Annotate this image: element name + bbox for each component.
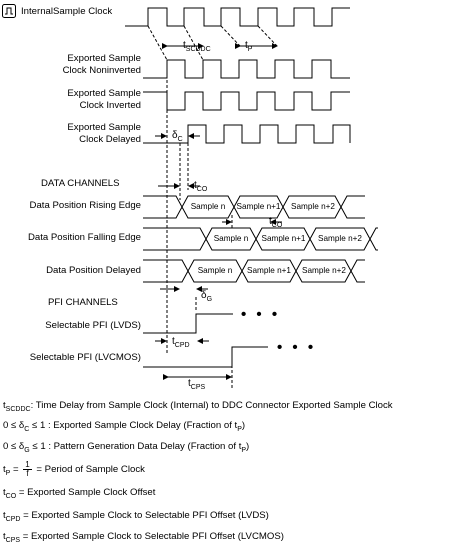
pfi-lvds-ellipsis: • • • [241, 306, 281, 323]
pfi-lvcmos-label: Selectable PFI (LVCMOS) [29, 352, 141, 363]
data-delayed-label: Data Position Delayed [46, 265, 141, 276]
internal-clock-label: InternalSample Clock [21, 6, 113, 17]
noninverted-waveform [143, 59, 350, 79]
delta-c-label: δC [172, 130, 183, 143]
delayed-label-line1: Exported Sample [67, 122, 141, 133]
pfi-lvds-label: Selectable PFI (LVDS) [45, 320, 141, 331]
falling-edge-label: Data Position Falling Edge [27, 232, 141, 243]
inverted-label-line2: Clock Inverted [79, 100, 141, 111]
t-cps-label: tCPS [188, 378, 206, 391]
legend-cpd: tCPD = Exported Sample Clock to Selectab… [3, 510, 269, 523]
cell-falling-n2: Sample n+2 [318, 234, 362, 243]
bus-delayed [143, 259, 365, 283]
t-p-label: tP [245, 40, 253, 53]
t-co-label: tCO [194, 180, 208, 193]
data-channels-title: DATA CHANNELS [41, 178, 120, 189]
cell-rising-n1: Sample n+1 [236, 202, 281, 211]
pfi-channels-title: PFI CHANNELS [48, 297, 118, 308]
cell-falling-n: Sample n [213, 234, 249, 243]
cell-rising-n: Sample n [190, 202, 226, 211]
pfi-lvcmos-waveform [143, 346, 268, 368]
cell-delayed-n2: Sample n+2 [302, 266, 346, 275]
delayed-label-line2: Clock Delayed [79, 134, 141, 145]
bus-falling [143, 227, 378, 251]
legend-co: tCO = Exported Sample Clock Offset [3, 487, 156, 500]
inverted-label-line1: Exported Sample [67, 88, 141, 99]
pfi-lvcmos-ellipsis: • • • [277, 339, 317, 356]
cell-delayed-n: Sample n [197, 266, 233, 275]
delayed-clock-waveform [143, 124, 351, 144]
legend-delta-g: 0 ≤ δG ≤ 1 : Pattern Generation Data Del… [3, 441, 250, 454]
cell-rising-n2: Sample n+2 [291, 202, 335, 211]
timing-arrows [155, 43, 282, 380]
legend-scddc: tSCDDC: Time Delay from Sample Clock (In… [3, 400, 393, 413]
inverted-waveform [143, 91, 350, 111]
cell-falling-n1: Sample n+1 [261, 234, 306, 243]
cell-delayed-n1: Sample n+1 [247, 266, 291, 275]
t-co-label-falling: tCO [269, 216, 283, 229]
legend-cps: tCPS = Exported Sample Clock to Selectab… [3, 531, 284, 544]
bus-rising [143, 195, 365, 219]
noninverted-label-line1: Exported Sample [67, 53, 141, 64]
pfi-lvds-waveform [143, 313, 233, 334]
clock-icon [2, 4, 16, 18]
internal-clock-waveform [125, 7, 350, 27]
t-cpd-label: tCPD [172, 336, 190, 349]
noninverted-label-line2: Clock Noninverted [62, 65, 141, 76]
legend-delta-c: 0 ≤ δC ≤ 1 : Exported Sample Clock Delay… [3, 420, 246, 433]
delta-g-label: δG [201, 290, 213, 303]
rising-edge-label: Data Position Rising Edge [29, 200, 141, 211]
t-scddc-label: tSCDDC [183, 40, 211, 53]
